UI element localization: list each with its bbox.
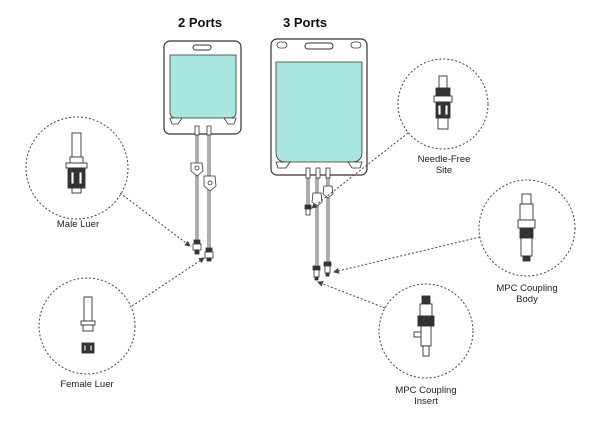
male-luer-callout — [25, 116, 129, 220]
three-port-tubes — [304, 178, 334, 281]
three-ports-title: 3 Ports — [283, 15, 328, 30]
female-luer-icon — [80, 296, 96, 354]
needle-free-site-label: Needle-Free Site — [408, 154, 480, 176]
two-port-bag — [163, 40, 242, 136]
female-luer-callout — [38, 277, 136, 375]
two-ports-title: 2 Ports — [178, 15, 223, 30]
mpc-coupling-body-callout — [478, 179, 576, 277]
mpc-coupling-insert-callout — [378, 283, 474, 379]
mpc-coupling-insert-icon — [413, 295, 435, 357]
mpc-coupling-body-label: MPC Coupling Body — [485, 283, 569, 305]
female-luer-label: Female Luer — [60, 379, 114, 390]
mpc-insert-label-line2: Insert — [414, 396, 438, 407]
male-luer-icon — [65, 132, 88, 194]
mpc-body-arrow — [333, 236, 481, 274]
mpc-coupling-body-icon — [517, 193, 536, 262]
mpc-body-label-line1: MPC Coupling — [496, 283, 558, 294]
three-port-bag — [270, 38, 368, 179]
female-luer-arrow — [131, 257, 205, 307]
mpc-insert-label-line1: MPC Coupling — [395, 385, 457, 396]
mpc-body-label-line2: Body — [516, 294, 538, 305]
male-luer-label: Male Luer — [56, 219, 100, 230]
needle-free-label-line1: Needle-Free — [417, 154, 471, 165]
mpc-insert-arrow — [317, 281, 386, 309]
male-luer-arrow — [119, 192, 191, 247]
two-port-tubes — [190, 135, 217, 262]
needle-free-label-line2: Site — [435, 165, 453, 176]
needle-free-arrow — [311, 132, 409, 209]
needle-free-site-icon — [433, 75, 453, 130]
callout-arrows — [119, 132, 481, 309]
needle-free-site-callout — [397, 58, 489, 150]
mpc-coupling-insert-label: MPC Coupling Insert — [384, 385, 468, 407]
